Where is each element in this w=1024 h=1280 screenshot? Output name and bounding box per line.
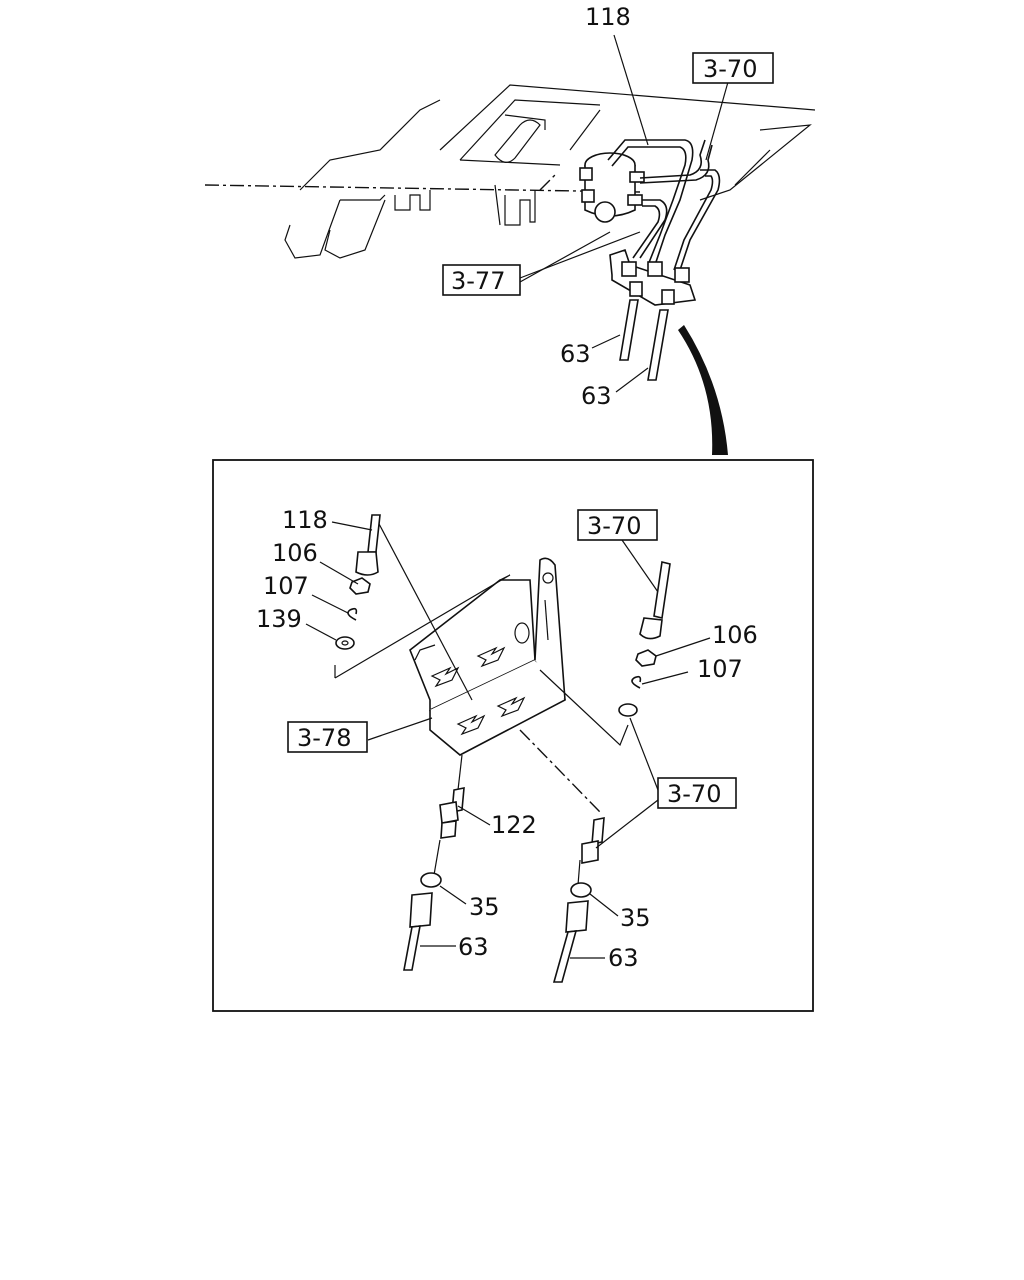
detail-view: 118 106 107 139 3-70 106 107 3-78 122 3-… [256, 506, 758, 983]
callout-106-right: 106 [712, 621, 758, 649]
brake-pipes [607, 139, 721, 271]
ref-box-3-78 [287, 721, 368, 753]
callout-139: 139 [256, 605, 302, 633]
pipe-118-left [355, 514, 381, 576]
ref-3-70-upper: 3-70 [703, 55, 757, 83]
union-right [581, 817, 605, 864]
callout-106-left: 106 [272, 539, 318, 567]
ref-box-3-77 [442, 264, 521, 296]
callout-35-right: 35 [620, 904, 651, 932]
ref-box-3-70-upper [692, 52, 774, 84]
ref-box-3-70-detail-bottom [657, 777, 737, 809]
washer-139 [335, 636, 355, 650]
ref-3-70-detail-top: 3-70 [587, 512, 641, 540]
hose-63-right [552, 900, 589, 983]
ref-3-77: 3-77 [451, 267, 505, 295]
upper-assembly-view: 118 3-70 3-77 63 63 [204, 3, 816, 455]
callout-35-left: 35 [469, 893, 500, 921]
callout-118-upper: 118 [585, 3, 631, 31]
ref-3-70-detail-bottom: 3-70 [667, 780, 721, 808]
callout-63-left: 63 [458, 933, 489, 961]
callout-63-upper-b: 63 [581, 382, 612, 410]
ref-3-78: 3-78 [297, 724, 351, 752]
nut-106-right [635, 649, 657, 667]
callout-122: 122 [491, 811, 537, 839]
ref-box-3-70-detail-top [577, 509, 658, 541]
pipe-3-70-right [639, 561, 671, 640]
callout-118-detail: 118 [282, 506, 328, 534]
clip-107-right [631, 675, 642, 689]
proportioning-valve [579, 152, 645, 223]
o-ring-35-left [420, 872, 442, 888]
hose-63-left [403, 892, 433, 971]
o-ring-35-right [570, 882, 592, 898]
upper-bracket [609, 248, 697, 381]
nut-106-left [349, 577, 371, 595]
union-122 [439, 787, 465, 839]
callout-107-right: 107 [697, 655, 743, 683]
callout-107-left: 107 [263, 572, 309, 600]
detail-view-frame [212, 459, 814, 1012]
callout-63-upper-a: 63 [560, 340, 591, 368]
callout-63-right: 63 [608, 944, 639, 972]
washer-right [618, 703, 638, 717]
clip-107-left [347, 607, 358, 621]
mounting-bracket [409, 557, 566, 756]
detail-arrow [678, 325, 728, 455]
